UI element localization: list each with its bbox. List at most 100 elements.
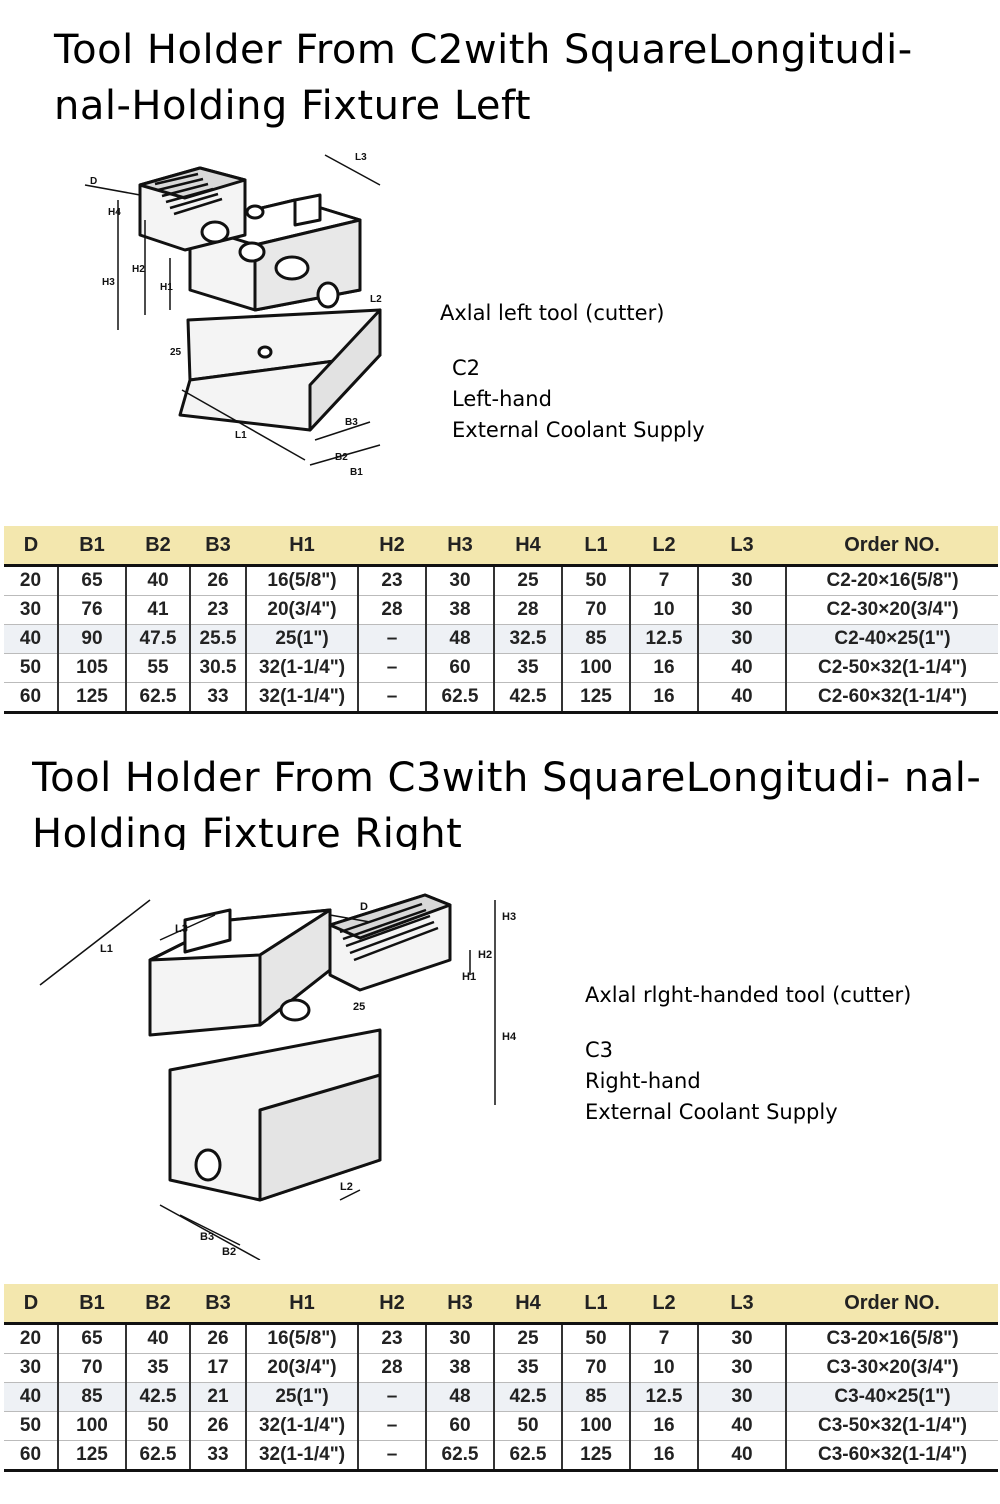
table-cell: 32(1-1/4") (246, 1411, 359, 1441)
svg-text:L1: L1 (100, 943, 113, 955)
table-cell: 40 (698, 1440, 787, 1472)
table-cell: 25(1") (246, 1382, 359, 1412)
table-cell: 25 (494, 565, 563, 596)
table-cell: 40 (698, 682, 787, 714)
svg-text:25: 25 (353, 1001, 365, 1013)
table-cell: 30 (4, 595, 59, 625)
table-cell: 70 (58, 1353, 127, 1383)
table-cell: 12.5 (630, 624, 699, 654)
table-cell: 62.5 (426, 1440, 495, 1472)
table-cell: 25 (494, 1323, 563, 1354)
table-cell: 16(5/8") (246, 565, 359, 596)
svg-text:H1: H1 (462, 971, 476, 983)
table-cell: 40 (4, 1382, 59, 1412)
table-cell: 60 (426, 1411, 495, 1441)
table-cell: 10 (630, 1353, 699, 1383)
section-title: Tool Holder From C3with SquareLongitudi-… (32, 755, 982, 850)
table-cell: 41 (126, 595, 191, 625)
table-cell: C3-30×20(3/4") (786, 1353, 998, 1383)
column-header: B3 (190, 1284, 246, 1325)
table-cell: 105 (58, 653, 127, 683)
column-header: L1 (562, 526, 630, 567)
table-cell: 17 (190, 1353, 247, 1383)
table-cell: C2-30×20(3/4") (786, 595, 998, 625)
table-cell: 30 (698, 595, 787, 625)
table-cell: 38 (426, 1353, 495, 1383)
table-cell: 30 (698, 1382, 787, 1412)
tool-holder-c2-drawing: D L3 H4 H3 H2 H1 L2 25 L1 B3 B2 B1 (84, 152, 382, 478)
table-cell: 12.5 (630, 1382, 699, 1412)
table-cell: 23 (358, 565, 427, 596)
table-cell: 76 (58, 595, 127, 625)
table-cell: 20(3/4") (246, 1353, 359, 1383)
description-series: C3 (585, 1038, 614, 1062)
table-cell: 40 (698, 1411, 787, 1441)
table-cell: 42.5 (494, 1382, 563, 1412)
svg-text:H2: H2 (478, 949, 492, 961)
column-header: H2 (358, 1284, 426, 1325)
table-cell: 40 (698, 653, 787, 683)
table-cell: 26 (190, 565, 247, 596)
svg-text:L3: L3 (175, 923, 188, 935)
table-cell: 23 (190, 595, 247, 625)
table-cell: 62.5 (126, 682, 191, 714)
svg-text:L2: L2 (370, 294, 382, 305)
table-cell: C3-50×32(1-1/4") (786, 1411, 998, 1441)
column-header: H3 (426, 526, 494, 567)
column-header: B2 (126, 1284, 190, 1325)
column-header: H3 (426, 1284, 494, 1325)
svg-text:H4: H4 (108, 207, 121, 218)
description: Axlal rlght-handed tool (cutter) C3 Righ… (585, 980, 911, 1128)
table-cell: 20 (4, 565, 59, 596)
section-title: Tool Holder From C2with SquareLongitudi-… (54, 27, 913, 129)
svg-text:B3: B3 (345, 417, 358, 428)
column-header: H2 (358, 526, 426, 567)
table-cell: 32.5 (494, 624, 563, 654)
description-coolant: External Coolant Supply (585, 1100, 838, 1124)
column-header: Order NO. (786, 1284, 998, 1325)
svg-text:B2: B2 (222, 1246, 236, 1258)
table-cell: 65 (58, 565, 127, 596)
table-cell: 50 (4, 1411, 59, 1441)
table-cell: 85 (58, 1382, 127, 1412)
table-cell: – (358, 624, 427, 654)
column-header: L3 (698, 1284, 786, 1325)
svg-text:H1: H1 (160, 282, 173, 293)
table-cell: 20(3/4") (246, 595, 359, 625)
column-header: D (4, 526, 58, 567)
column-header: B1 (58, 1284, 126, 1325)
column-header: Order NO. (786, 526, 998, 567)
section-c2: Tool Holder From C2with SquareLongitudi-… (0, 0, 1000, 730)
table-cell: – (358, 1440, 427, 1472)
table-cell: C3-20×16(5/8") (786, 1323, 998, 1354)
column-header: L3 (698, 526, 786, 567)
column-header: H4 (494, 526, 562, 567)
table-cell: 125 (58, 682, 127, 714)
table-cell: 28 (358, 1353, 427, 1383)
table-cell: C2-20×16(5/8") (786, 565, 998, 596)
table-cell: 62.5 (426, 682, 495, 714)
table-cell: 50 (126, 1411, 191, 1441)
svg-text:B2: B2 (335, 452, 348, 463)
table-cell: 40 (126, 565, 191, 596)
table-cell: 30 (698, 624, 787, 654)
table-cell: 60 (426, 653, 495, 683)
description-series: C2 (452, 356, 481, 380)
table-cell: 10 (630, 595, 699, 625)
table-cell: 28 (494, 595, 563, 625)
table-cell: 62.5 (126, 1440, 191, 1472)
column-header: L2 (630, 526, 698, 567)
table-cell: C2-50×32(1-1/4") (786, 653, 998, 683)
table-cell: 100 (58, 1411, 127, 1441)
table-cell: 40 (4, 624, 59, 654)
table-cell: 32(1-1/4") (246, 653, 359, 683)
section-c3: Tool Holder From C3with SquareLongitudi-… (0, 740, 1000, 1504)
table-cell: 50 (562, 565, 631, 596)
